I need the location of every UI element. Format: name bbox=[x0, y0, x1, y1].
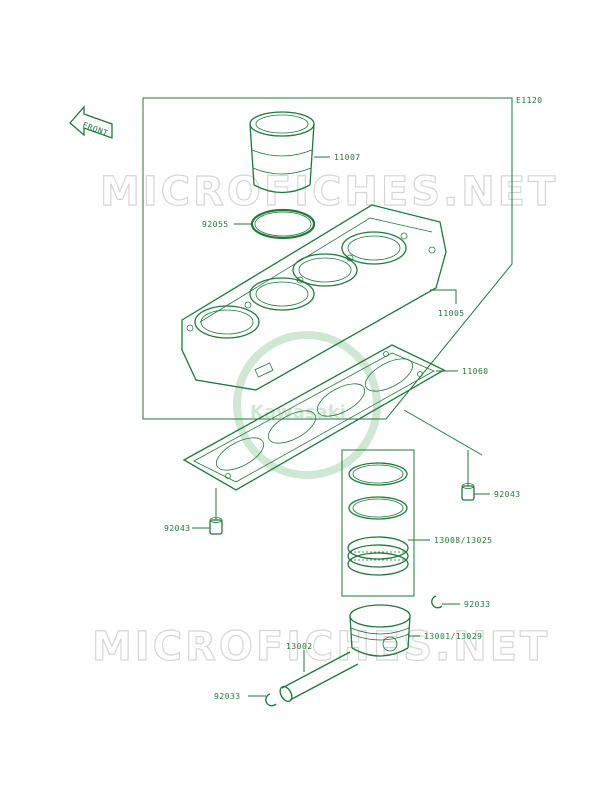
watermark-bottom: MICROFICHES.NET bbox=[92, 624, 550, 670]
piston bbox=[349, 604, 411, 657]
label-92043-right: 92043 bbox=[494, 490, 521, 499]
front-arrow-icon: FRONT bbox=[69, 105, 113, 139]
leader-gasket-ring bbox=[403, 409, 483, 456]
callouts: 11007 92055 11005 11060 92043 92043 1300… bbox=[164, 153, 521, 701]
cylinder-sleeve bbox=[249, 111, 315, 194]
piston-circlip-left bbox=[265, 693, 277, 707]
piston-ring-set bbox=[347, 462, 409, 576]
label-92043-left: 92043 bbox=[164, 524, 191, 533]
label-13001-13029: 13001/13029 bbox=[424, 632, 482, 641]
watermark-top: MICROFICHES.NET bbox=[100, 169, 558, 215]
logo-text: Kawasaki bbox=[250, 402, 346, 423]
block-outline bbox=[142, 97, 513, 420]
ref-code: E1120 bbox=[516, 96, 543, 105]
label-92033-left: 92033 bbox=[214, 692, 241, 701]
dowel-pin-left bbox=[209, 488, 223, 535]
piston-pin bbox=[279, 650, 359, 703]
label-92055: 92055 bbox=[202, 220, 229, 229]
cylinder-gasket bbox=[182, 344, 446, 491]
label-11005: 11005 bbox=[438, 309, 465, 318]
label-92033-right: 92033 bbox=[464, 600, 491, 609]
dowel-pin-right bbox=[461, 450, 475, 501]
kawasaki-logo: Kawasaki bbox=[233, 331, 381, 479]
label-11007: 11007 bbox=[334, 153, 361, 162]
cylinder-block bbox=[181, 204, 447, 391]
piston-circlip-right bbox=[431, 595, 443, 609]
ring-set-box bbox=[341, 449, 415, 597]
label-11060: 11060 bbox=[462, 367, 489, 376]
label-13002: 13002 bbox=[286, 642, 313, 651]
label-13008-13025: 13008/13025 bbox=[434, 536, 492, 545]
